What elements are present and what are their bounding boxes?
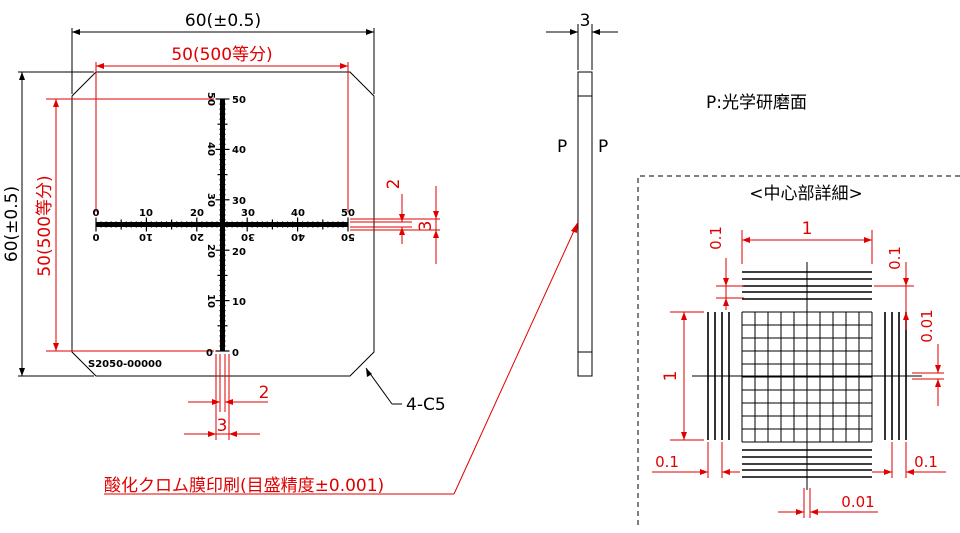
arrowhead (906, 469, 914, 475)
detail-gap-right-label: 0.1 (886, 246, 904, 270)
side-view: 3 P P (546, 11, 618, 377)
detail-span-left-label: 1 (661, 371, 681, 382)
chamfer-label: 4-C5 (406, 395, 446, 415)
v-scale-side-label: 20 (205, 244, 216, 258)
face-label-right: P (598, 137, 608, 157)
arrowhead (935, 365, 941, 373)
polished-face-note: P:光学研磨面 (706, 93, 807, 113)
arrowhead (570, 29, 578, 35)
h-scale-tick-label: 20 (190, 208, 204, 219)
arrowhead (723, 298, 729, 306)
horizontal-tick-marks (95, 217, 349, 232)
scale-span-label-h: 50(500等分) (171, 45, 272, 65)
arrowhead (433, 211, 439, 219)
arrowhead (208, 431, 216, 437)
arrowhead (884, 469, 892, 475)
h-scale-bottom-label: 0 (92, 231, 99, 242)
arrowhead (96, 63, 104, 69)
overall-width-label: 60(±0.5) (185, 11, 261, 31)
arrowhead (742, 237, 750, 243)
arrowhead (571, 222, 578, 233)
vertical-tick-marks (215, 98, 230, 352)
arrowhead (229, 431, 237, 437)
arrowhead (72, 29, 80, 35)
h-scale-tick-label: 40 (291, 208, 305, 219)
v-scale-side-label: 10 (205, 294, 216, 308)
v-scale-tick-label: 30 (232, 196, 246, 207)
h-scale-tick-label: 30 (241, 208, 255, 219)
arrowhead (700, 469, 708, 475)
h-scale-bottom-label: 20 (190, 231, 204, 242)
detail-pitch-right-label: 0.01 (918, 309, 936, 342)
plate-side-outline (577, 71, 593, 377)
arrowhead (681, 312, 687, 320)
arrowhead (592, 29, 600, 35)
v-scale-side-label: 50 (205, 92, 216, 106)
h-scale-bottom-label: 40 (291, 231, 305, 242)
arrowhead (723, 278, 729, 286)
part-number: S2050-00000 (88, 359, 162, 370)
detail-pitch-bottom-label: 0.01 (841, 493, 874, 511)
h-scale-bottom-label: 10 (139, 231, 153, 242)
thickness-label: 3 (580, 11, 591, 31)
face-label-left: P (557, 137, 567, 157)
h-scale-bottom-label: 50 (341, 231, 355, 242)
print-spec-note: 酸化クロム膜印刷(目盛精度±0.001) (104, 476, 384, 496)
scale-span-label-v: 50(500等分) (35, 175, 55, 276)
arrowhead (19, 72, 25, 80)
bar-width-label-v: 3 (217, 416, 228, 436)
arrowhead (366, 368, 372, 377)
detail-gap-top-label: 0.1 (707, 226, 725, 250)
center-detail-view: <中心部詳細> 1 1 0.1 0.1 (637, 175, 960, 525)
arrowhead (681, 432, 687, 440)
arrowhead (864, 237, 872, 243)
arrowhead (433, 230, 439, 238)
arrowhead (53, 99, 59, 107)
v-scale-tick-label: 20 (232, 247, 246, 258)
arrowhead (366, 29, 374, 35)
arrowhead (722, 469, 730, 475)
v-scale-side-label: 40 (205, 142, 216, 156)
arrowhead (796, 509, 804, 515)
arrowhead (53, 343, 59, 351)
arrowhead (935, 379, 941, 387)
line-width-label-v: 2 (259, 383, 270, 403)
h-scale-tick-label: 0 (93, 208, 100, 219)
line-width-label-h: 2 (384, 179, 404, 190)
overall-height-label: 60(±0.5) (2, 186, 22, 262)
h-scale-tick-label: 10 (139, 208, 153, 219)
origin-label: 0 (206, 348, 213, 359)
arrowhead (903, 278, 909, 286)
detail-gap-bottom-left-label: 0.1 (655, 453, 679, 471)
arrowhead (903, 312, 909, 320)
front-view: 60(±0.5) 60(±0.5) 50(500等分) 50(500等分) 0 … (2, 11, 446, 440)
print-spec-leader (453, 221, 579, 495)
arrowhead (340, 63, 348, 69)
h-scale-bottom-label: 30 (241, 231, 255, 242)
bar-width-label-h: 3 (416, 221, 436, 232)
v-scale-side-label: 30 (205, 193, 216, 207)
detail-gap-bottom-right-label: 0.1 (914, 453, 938, 471)
plate-outline (71, 71, 375, 377)
v-scale-tick-label: 40 (232, 145, 246, 156)
arrowhead (399, 227, 405, 235)
h-scale-tick-label: 50 (341, 208, 355, 219)
v-scale-tick-label: 0 (232, 348, 239, 359)
v-scale-tick-label: 10 (232, 297, 246, 308)
arrowhead (399, 214, 405, 222)
arrowhead (810, 509, 818, 515)
detail-title: <中心部詳細> (749, 184, 863, 204)
v-scale-tick-label: 50 (232, 95, 246, 106)
arrowhead (19, 368, 25, 376)
detail-span-top-label: 1 (802, 219, 813, 239)
